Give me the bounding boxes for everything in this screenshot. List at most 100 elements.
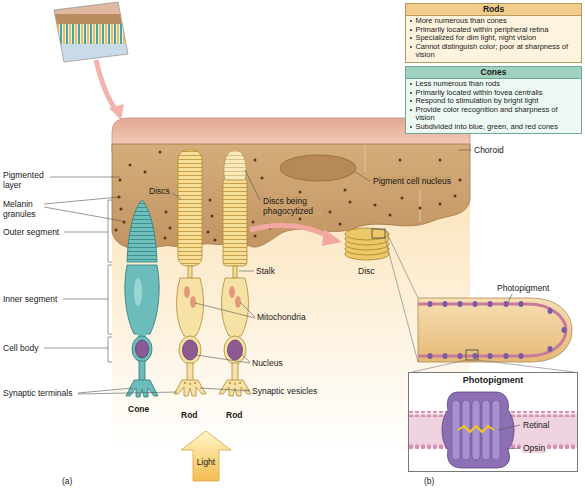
rod-cell-part bbox=[178, 150, 202, 266]
disc-enlargement-part-part bbox=[473, 353, 478, 359]
zoom-arrow-part bbox=[250, 225, 328, 236]
disc-enlargement-part-part bbox=[519, 301, 524, 307]
part-label: Melanin granules bbox=[3, 199, 49, 219]
part-label: Mitochondria bbox=[257, 312, 306, 322]
rod-cell-part bbox=[228, 340, 243, 360]
bullet-text: Respond to stimulation by bright light bbox=[415, 97, 538, 106]
photopigment-drawing-part bbox=[409, 373, 577, 471]
bullet-dot bbox=[410, 126, 412, 128]
rod-cell-part bbox=[188, 266, 192, 278]
disc-enlargement-part-part bbox=[443, 353, 448, 359]
bullet-text: Primarily located within fovea centralis bbox=[415, 89, 542, 98]
rod-cell-part bbox=[222, 278, 249, 336]
photopigment-drawing-part bbox=[442, 392, 514, 468]
cone-cell bbox=[125, 200, 159, 397]
melanin-granules-part bbox=[439, 203, 442, 206]
bullet-dot bbox=[410, 100, 412, 102]
info-table: RodsMore numerous than conesPrimarily lo… bbox=[405, 3, 582, 63]
melanin-granules-part bbox=[144, 171, 147, 174]
melanin-granules-part bbox=[254, 235, 257, 238]
rod-cell-part bbox=[223, 178, 247, 266]
bullet-dot bbox=[410, 29, 412, 31]
melanin-granules-part bbox=[207, 231, 210, 234]
tissue-thumbnail-part-part bbox=[50, 14, 132, 24]
part-label: Opsin bbox=[522, 443, 546, 453]
disc-enlargement-part-part bbox=[548, 346, 553, 352]
part-label: Pigment cell nucleus bbox=[372, 176, 452, 186]
melanin-granules-part bbox=[329, 211, 332, 214]
zoom-arrow bbox=[250, 225, 342, 246]
leader-lines-part bbox=[458, 150, 471, 151]
part-label: Stalk bbox=[256, 266, 275, 276]
bullet-row: Specialized for dim light, night vision bbox=[406, 34, 581, 43]
rod-cell-part bbox=[219, 380, 251, 396]
part-label: Photopigment bbox=[497, 283, 549, 293]
zoom-lines bbox=[372, 229, 418, 362]
leader-lines-part bbox=[508, 294, 512, 303]
cone-cell-part bbox=[134, 278, 142, 306]
melanin-granules-part bbox=[254, 159, 257, 162]
inset-box: Photopigment bbox=[408, 372, 578, 472]
tissue-thumbnail bbox=[50, 0, 132, 66]
melanin-granules-part bbox=[374, 204, 377, 207]
part-label: Nucleus bbox=[252, 358, 283, 368]
part-label: Inner segment bbox=[3, 294, 57, 304]
rod-cell-part bbox=[189, 383, 191, 385]
disc-enlargement-part-part bbox=[519, 353, 524, 359]
tissue-thumbnail-part-part bbox=[50, 0, 132, 16]
bullet-row: Subdivided into blue, green, and red con… bbox=[406, 123, 581, 132]
disc-stack bbox=[345, 228, 389, 260]
melanin-granules-part bbox=[401, 197, 404, 200]
bullet-text: Cannot distinguish color; poor at sharpn… bbox=[415, 43, 578, 60]
melanin-granules bbox=[115, 151, 462, 242]
table-heading: Rods bbox=[406, 4, 581, 16]
melanin-granules-part bbox=[419, 207, 422, 210]
cone-cell-part bbox=[127, 200, 157, 262]
disc-enlargement-part-part bbox=[488, 353, 493, 359]
rod-cell-part bbox=[190, 296, 196, 308]
disc-enlargement bbox=[412, 298, 574, 372]
light-arrow: Light bbox=[180, 430, 232, 482]
bullet-dot bbox=[410, 46, 412, 48]
disc-enlargement-part-part bbox=[504, 353, 509, 359]
disc-enlargement-part-part bbox=[548, 308, 553, 314]
inset-heading: Photopigment bbox=[409, 373, 577, 386]
rod-cell-part bbox=[184, 286, 190, 298]
zoom-lines-part bbox=[372, 229, 385, 238]
rod-cell-part bbox=[229, 382, 231, 384]
bullet-dot bbox=[410, 37, 412, 39]
bullet-text: Less numerous than rods bbox=[415, 80, 500, 89]
part-label: (b) bbox=[424, 476, 434, 486]
bullet-dot bbox=[410, 109, 412, 111]
rod-cell-part bbox=[177, 278, 204, 336]
bullet-text: More numerous than cones bbox=[415, 17, 506, 26]
rod-cell-part bbox=[194, 382, 196, 384]
rod-cell-part bbox=[184, 382, 186, 384]
part-label: Choroid bbox=[474, 145, 504, 155]
melanin-granules-part bbox=[454, 195, 457, 198]
bullet-row: Respond to stimulation by bright light bbox=[406, 97, 581, 106]
tissue-thumbnail-part-part bbox=[50, 24, 132, 44]
melanin-granules-part bbox=[344, 189, 347, 192]
leader-lines-part bbox=[200, 388, 250, 391]
bullet-dot bbox=[410, 83, 412, 85]
disc-enlargement-part-part bbox=[458, 301, 463, 307]
part-label: Retinal bbox=[522, 420, 550, 430]
disc-enlargement-part-part bbox=[428, 353, 433, 359]
melanin-granules-part bbox=[299, 191, 302, 194]
leader-lines-part bbox=[245, 170, 260, 200]
retina-section-part bbox=[112, 144, 470, 249]
melanin-granules-part bbox=[399, 159, 402, 162]
leader-lines-part bbox=[172, 193, 181, 199]
part-label: Synaptic vesicles bbox=[252, 386, 317, 396]
bullet-text: Subdivided into blue, green, and red con… bbox=[415, 123, 558, 132]
part-label: (a) bbox=[62, 476, 72, 486]
photopigment-drawing-part bbox=[458, 426, 494, 432]
leader-lines-part bbox=[239, 271, 254, 272]
melanin-granules-part bbox=[209, 199, 212, 202]
disc-enlargement-part-part bbox=[443, 301, 448, 307]
photopigment-drawing bbox=[409, 373, 577, 471]
disc-enlargement-part-part bbox=[562, 327, 567, 333]
bullet-text: Specialized for dim light, night vision bbox=[415, 34, 536, 43]
